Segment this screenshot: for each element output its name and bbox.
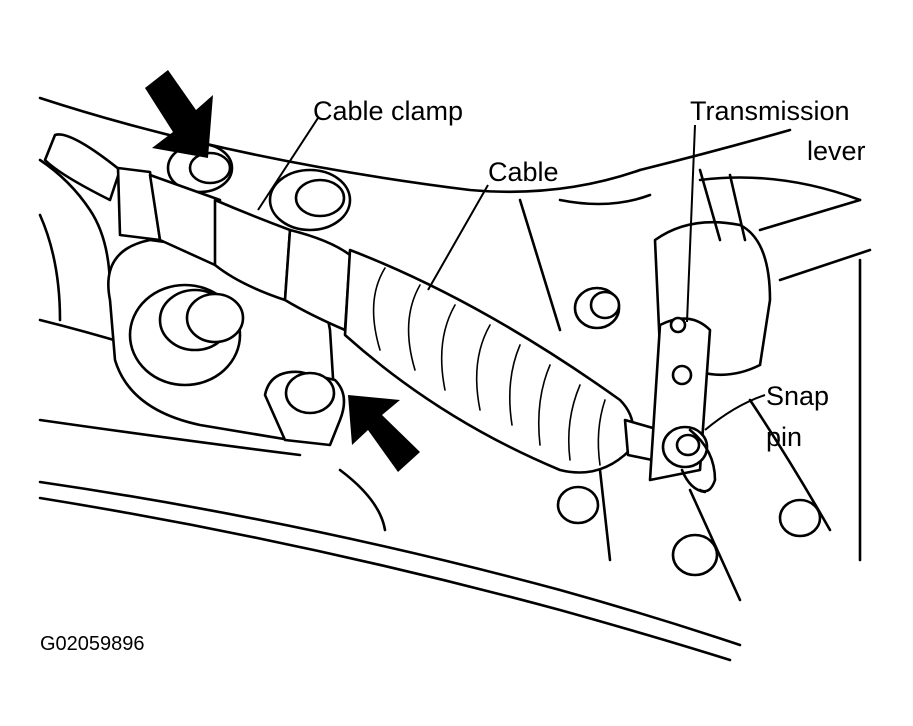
cable-assembly [43,133,664,474]
snap-pin-leader [704,394,766,431]
transmission-lever-leader [686,124,696,323]
snap-pin-label-line1: Snap [766,381,829,411]
transmission-lever [556,168,822,577]
lower-bolt [263,370,346,447]
snap-pin [661,425,717,494]
lower-rails [38,468,742,662]
figure-code: G02059896 [40,633,145,655]
transmission-lever-label-line1: Transmission [690,96,850,126]
cable-label: Cable [488,157,559,187]
callout-arrow-bottom [348,395,420,472]
cable-clamp-leader [257,117,319,211]
upper-bolt [268,168,352,232]
transmission-lever-label-line2: lever [807,136,866,166]
callout-arrow-top [145,70,213,158]
cable-clamp-label: Cable clamp [313,96,463,126]
snap-pin-label-line2: pin [766,422,802,452]
cable-leader [427,184,489,291]
